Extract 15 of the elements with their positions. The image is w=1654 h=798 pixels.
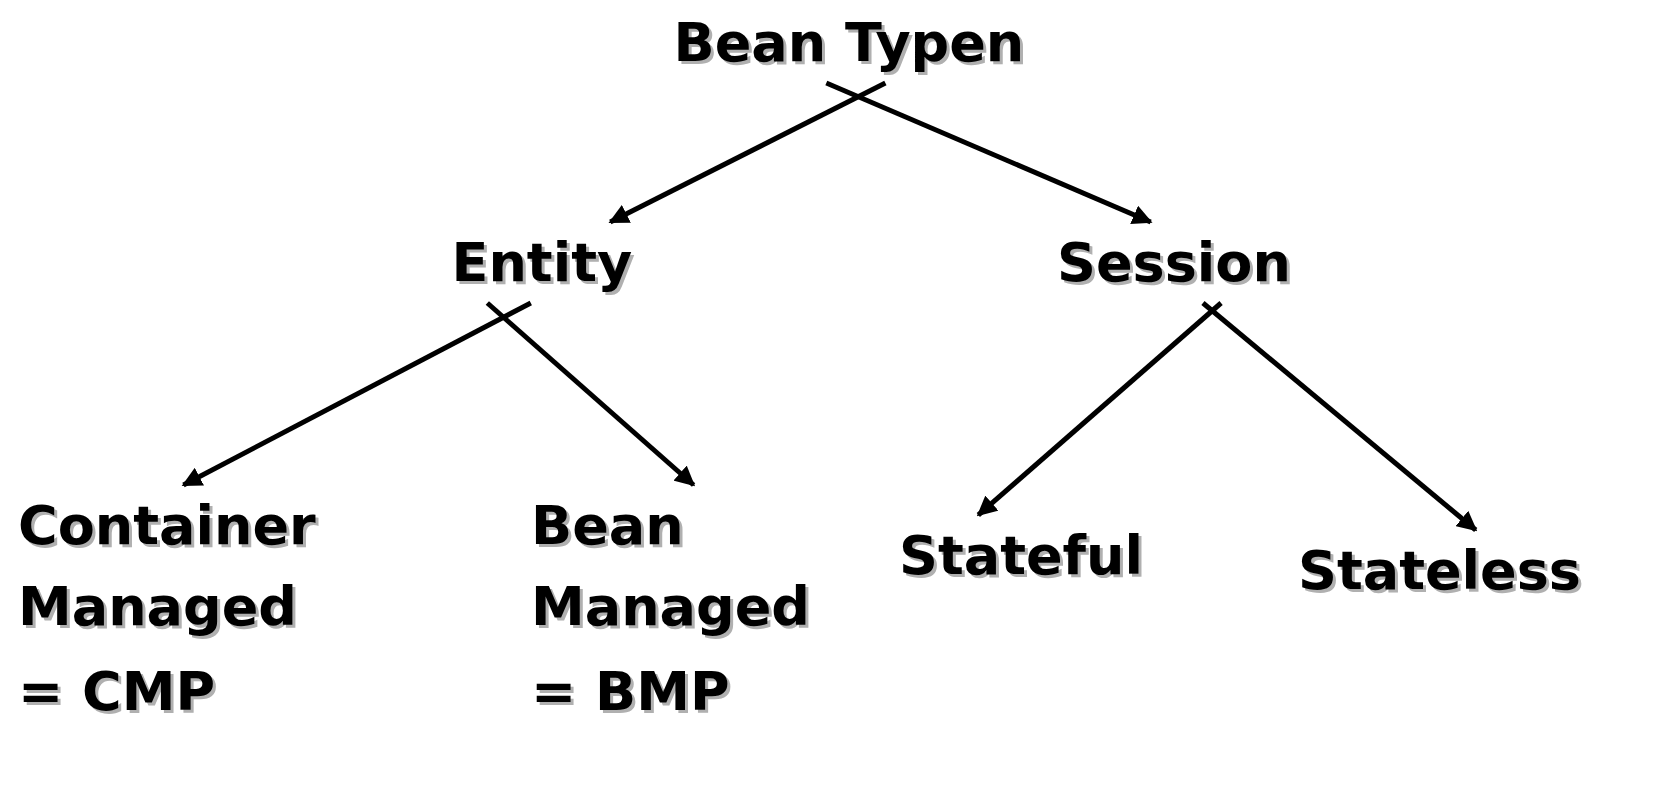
abbreviation-label: = BMP [531, 661, 730, 724]
abbreviation-label: = CMP [18, 661, 215, 724]
node-label: Bean Typen [673, 10, 1025, 76]
arrow [608, 80, 887, 225]
arrow [485, 301, 696, 487]
node-label: Session [1057, 230, 1291, 296]
node-label: Container Managed [18, 493, 317, 640]
node-label: Bean Managed [531, 493, 811, 640]
node-label: Stateless [1298, 538, 1581, 604]
arrow [1201, 301, 1478, 532]
node-label: Entity [451, 230, 633, 296]
arrow [181, 300, 532, 488]
arrow [976, 301, 1223, 517]
arrow [825, 80, 1153, 225]
node-label: Stateful [899, 523, 1144, 589]
